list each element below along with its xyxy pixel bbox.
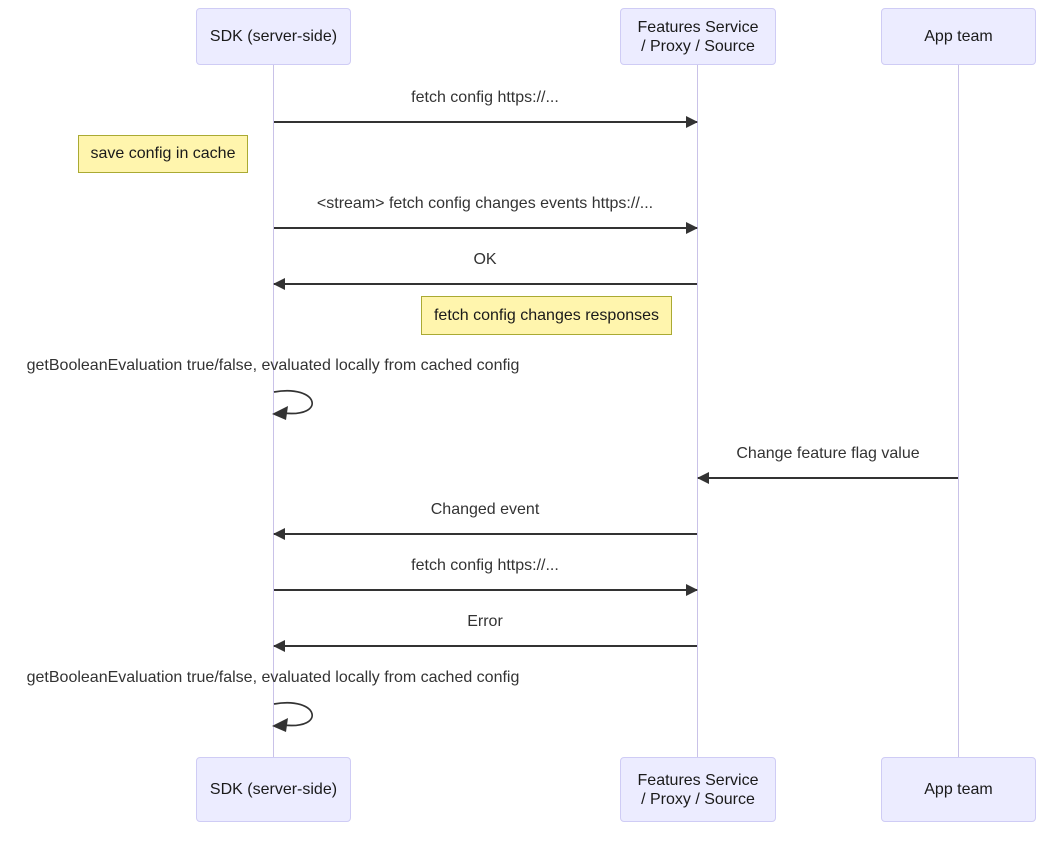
actor-bottom-sdk: SDK (server-side) [196, 757, 351, 822]
note-save-config-text: save config in cache [90, 145, 236, 162]
arrow-fetch-config [274, 116, 698, 128]
actor-label-features-line2: / Proxy / Source [641, 37, 755, 55]
actor-label-features-bottom-line1: Features Service [637, 771, 759, 789]
actor-label-features-bottom-line2: / Proxy / Source [641, 790, 755, 808]
note-changes-responses-text: fetch config changes responses [433, 306, 660, 324]
message-label-fetch-config: fetch config https://... [411, 89, 559, 106]
arrow-fetch-config-2 [274, 584, 698, 596]
message-label-fetch-config-2: fetch config https://... [411, 557, 559, 574]
message-label-get-boolean-evaluation-1: getBooleanEvaluation true/false, evaluat… [26, 357, 520, 374]
actor-label-features-line1: Features Service [637, 18, 759, 36]
note-fetch-config-changes-responses: fetch config changes responses [421, 296, 672, 335]
message-label-stream-fetch: <stream> fetch config changes events htt… [316, 195, 654, 212]
actor-label-sdk: SDK (server-side) [209, 28, 338, 45]
message-label-change-feature-flag: Change feature flag value [736, 445, 920, 462]
lifeline-sdk [273, 65, 274, 757]
arrow-error [273, 640, 697, 652]
actor-label-app: App team [924, 28, 993, 45]
message-label-error: Error [467, 613, 503, 630]
actor-label-app-bottom: App team [924, 781, 993, 798]
message-label-changed-event: Changed event [430, 501, 540, 518]
self-loop-arrow-1 [272, 389, 313, 420]
actor-top-sdk: SDK (server-side) [196, 8, 351, 65]
actor-top-app-team: App team [881, 8, 1036, 65]
self-loop-arrow-2 [272, 701, 313, 732]
actor-bottom-app-team: App team [881, 757, 1036, 822]
arrow-change-feature-flag [697, 472, 958, 484]
arrow-changed-event [273, 528, 697, 540]
actor-bottom-features-service: Features Service / Proxy / Source [620, 757, 776, 822]
message-label-get-boolean-evaluation-2: getBooleanEvaluation true/false, evaluat… [26, 669, 520, 686]
message-label-ok: OK [473, 251, 497, 268]
arrow-ok [273, 278, 697, 290]
actor-top-features-service: Features Service / Proxy / Source [620, 8, 776, 65]
actor-label-sdk-bottom: SDK (server-side) [209, 781, 338, 798]
lifeline-app-team [958, 65, 959, 757]
note-save-config-in-cache: save config in cache [78, 135, 248, 173]
lifeline-features-service [697, 65, 698, 757]
arrow-stream-fetch [274, 222, 698, 234]
